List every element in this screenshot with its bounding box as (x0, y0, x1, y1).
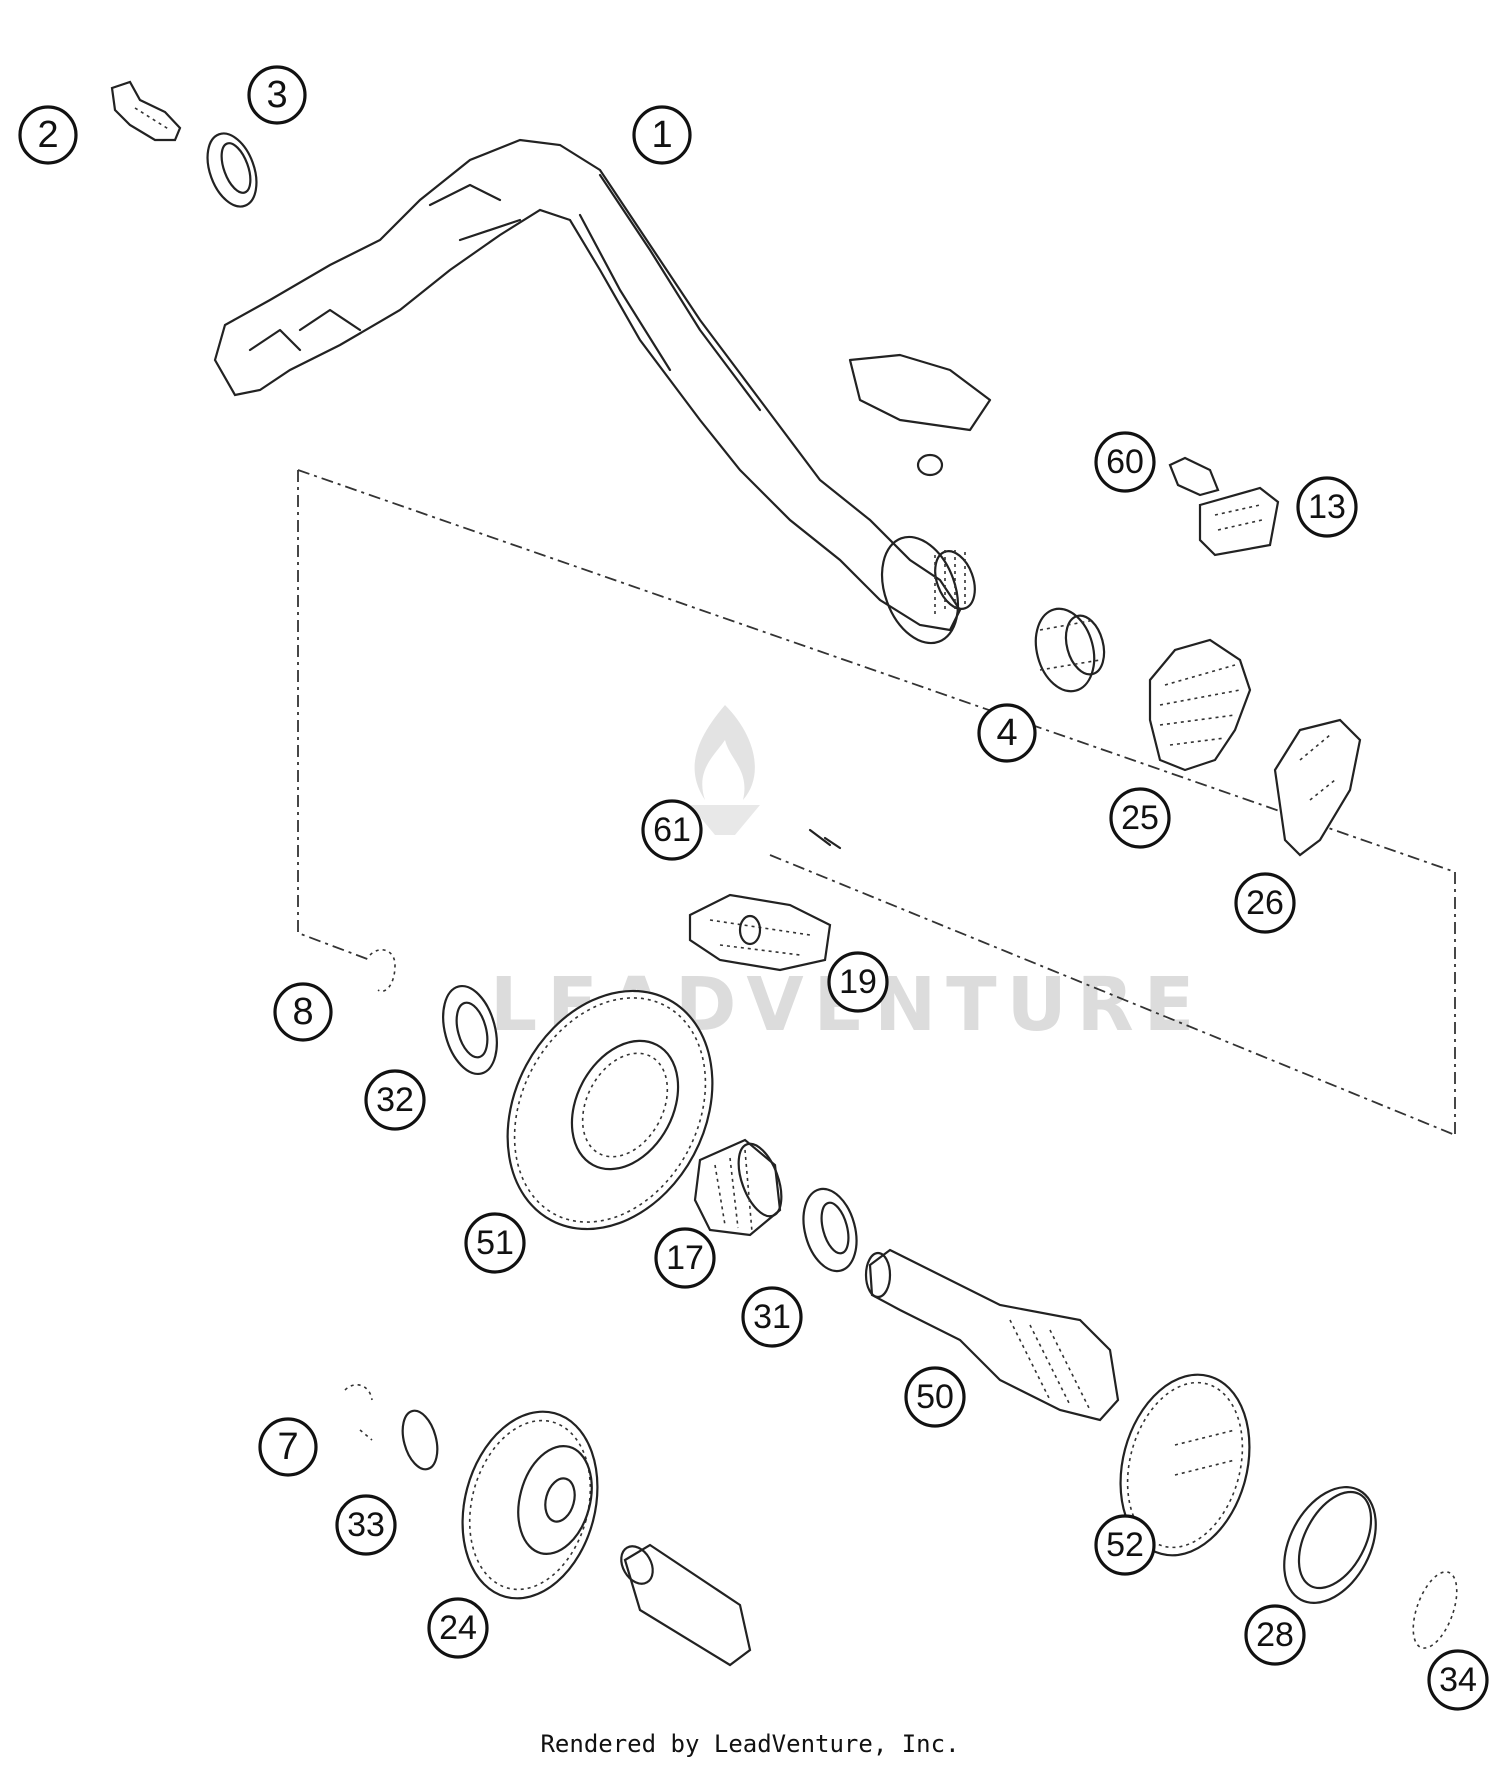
washer-part-32 (442, 984, 498, 1076)
callout-32[interactable]: 32 (364, 1069, 426, 1131)
washer-part-34 (1412, 1571, 1458, 1649)
pin-part (620, 1543, 752, 1667)
callout-33-label: 33 (347, 1506, 385, 1544)
callout-60[interactable]: 60 (1094, 431, 1156, 493)
callout-1[interactable]: 1 (632, 105, 692, 165)
washer-part-3 (206, 132, 258, 208)
callout-13[interactable]: 13 (1296, 476, 1358, 538)
callout-19[interactable]: 19 (827, 951, 889, 1013)
callout-52[interactable]: 52 (1094, 1514, 1156, 1576)
callout-17[interactable]: 17 (654, 1227, 716, 1289)
callout-61-label: 61 (653, 811, 691, 849)
bracket-part-19 (688, 893, 832, 972)
callout-34-label: 34 (1439, 1661, 1477, 1699)
callout-8[interactable]: 8 (273, 982, 333, 1042)
callout-32-label: 32 (376, 1081, 414, 1119)
callout-24-label: 24 (439, 1609, 477, 1647)
gear-part-24 (461, 1410, 599, 1600)
callout-2-label: 2 (37, 114, 58, 156)
flame-logo-icon (690, 705, 760, 835)
callout-50[interactable]: 50 (904, 1366, 966, 1428)
callout-51[interactable]: 51 (464, 1212, 526, 1274)
circlip-part-7 (344, 1384, 373, 1441)
callout-52-label: 52 (1106, 1526, 1144, 1564)
kick-lever-part (213, 138, 992, 645)
kick-shaft-part-50 (864, 1248, 1120, 1422)
circlip-part-8 (369, 949, 396, 992)
callout-4-label: 4 (996, 712, 1017, 754)
spring-part-25 (1148, 638, 1252, 772)
plate-part-26 (1273, 718, 1362, 857)
assembly-dash-lines (297, 469, 1456, 1136)
callout-2[interactable]: 2 (18, 105, 78, 165)
callout-3-label: 3 (266, 74, 287, 116)
callout-28-label: 28 (1256, 1616, 1294, 1654)
callout-34[interactable]: 34 (1427, 1649, 1489, 1711)
large-gear-part-51 (506, 989, 714, 1231)
callout-7[interactable]: 7 (258, 1417, 318, 1477)
callout-17-label: 17 (666, 1239, 704, 1277)
washer-part-33 (401, 1409, 439, 1471)
callout-3[interactable]: 3 (247, 65, 307, 125)
gear-part-52 (1119, 1373, 1251, 1557)
render-credit: Rendered by LeadVenture, Inc. (540, 1730, 960, 1758)
rubber-part-13 (1198, 486, 1280, 557)
callout-28[interactable]: 28 (1244, 1604, 1306, 1666)
screw-part-2 (110, 80, 182, 142)
callout-33[interactable]: 33 (335, 1494, 397, 1556)
callout-50-label: 50 (916, 1378, 954, 1416)
ring-part-28 (1283, 1486, 1377, 1604)
washer-part-31 (802, 1187, 858, 1273)
callout-24[interactable]: 24 (427, 1597, 489, 1659)
callout-19-label: 19 (839, 963, 877, 1001)
screw-part-60 (1168, 456, 1220, 497)
callout-4[interactable]: 4 (977, 703, 1037, 763)
callout-60-label: 60 (1106, 443, 1144, 481)
callout-61[interactable]: 61 (641, 799, 703, 861)
bushing-part-4 (1034, 607, 1106, 693)
callout-1-label: 1 (651, 114, 672, 156)
callout-25-label: 25 (1121, 799, 1159, 837)
needle-bearing-part-17 (693, 1138, 783, 1237)
callout-26-label: 26 (1246, 884, 1284, 922)
callout-31-label: 31 (753, 1298, 791, 1336)
callout-8-label: 8 (292, 991, 313, 1033)
callout-51-label: 51 (476, 1224, 514, 1262)
screw-part-61 (808, 828, 842, 850)
callout-31[interactable]: 31 (741, 1286, 803, 1348)
callout-13-label: 13 (1308, 488, 1346, 526)
callout-26[interactable]: 26 (1234, 872, 1296, 934)
callout-25[interactable]: 25 (1109, 787, 1171, 849)
callout-7-label: 7 (277, 1426, 298, 1468)
